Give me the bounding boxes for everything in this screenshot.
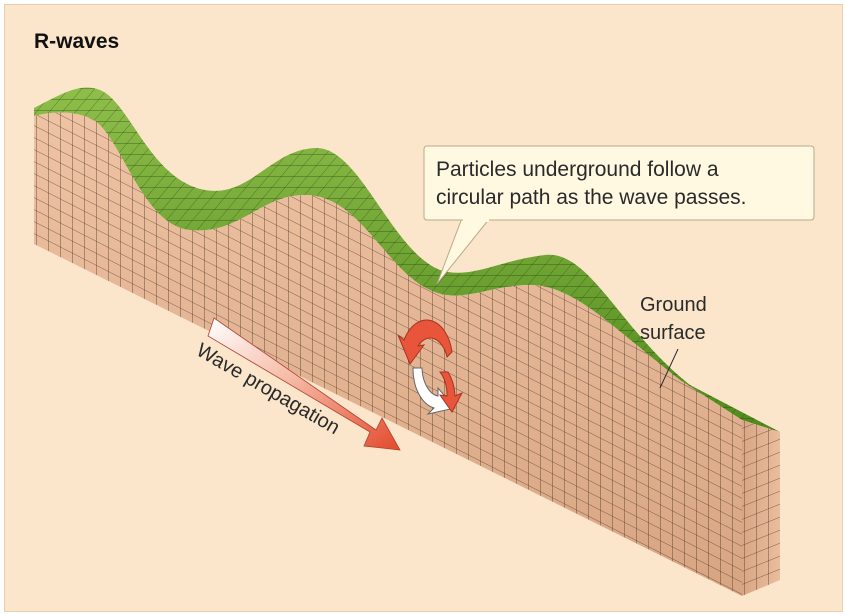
callout-line-2: circular path as the wave passes. [436, 186, 747, 209]
callout: Particles underground follow a circular … [423, 145, 815, 285]
callout-line-1: Particles underground follow a [436, 158, 719, 181]
soil-front-face [34, 112, 742, 596]
soil-end-face [742, 420, 780, 596]
ground-label-line-2: surface [640, 322, 706, 344]
circular-arrows-icon [397, 319, 464, 415]
ground-surface-label: Ground surface [640, 294, 707, 389]
diagram-title: R-waves [34, 30, 120, 53]
ground-surface [34, 87, 780, 433]
ground-label-line-1: Ground [640, 294, 707, 316]
gradient-arrow-icon [207, 317, 401, 451]
